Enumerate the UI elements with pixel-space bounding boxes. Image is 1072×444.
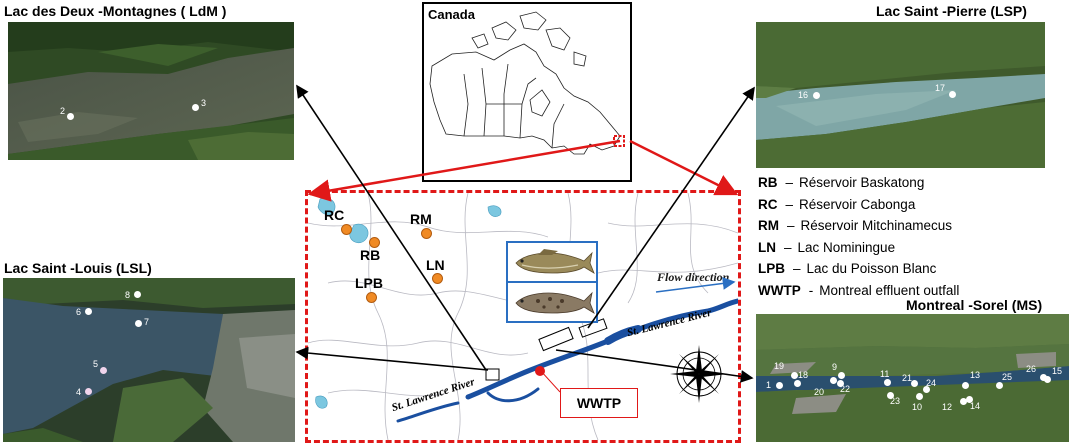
lake-legend: RB–Réservoir Baskatong RC–Réservoir Cabo… — [758, 172, 1068, 301]
ldm-satellite-image[interactable]: 2 3 — [8, 22, 294, 160]
site-marker[interactable] — [813, 92, 820, 99]
site-marker[interactable] — [85, 308, 92, 315]
legend-code: LPB — [758, 261, 785, 276]
lake-code-rc: RC — [324, 207, 345, 223]
flow-direction-label: Flow direction — [657, 270, 730, 284]
site-marker[interactable] — [884, 379, 891, 386]
canada-inset-map[interactable]: Canada — [422, 2, 632, 182]
lake-marker-lpb[interactable] — [366, 292, 377, 303]
site-label: 1 — [766, 380, 772, 390]
legend-row: WWTP-Montreal effluent outfall — [758, 280, 1068, 302]
site-label: 6 — [76, 307, 82, 317]
site-marker[interactable] — [838, 372, 845, 379]
site-marker[interactable] — [966, 396, 973, 403]
legend-row: LN–Lac Nominingue — [758, 237, 1068, 259]
legend-row: LPB–Lac du Poisson Blanc — [758, 258, 1068, 280]
legend-name: Lac Nominingue — [797, 239, 896, 255]
study-area-map[interactable]: RC RB RM LN LPB Flow direction St. Lawre… — [305, 190, 741, 443]
legend-row: RM–Réservoir Mitchinamecus — [758, 215, 1068, 237]
lsp-satellite-image[interactable]: 16 17 — [756, 22, 1045, 168]
site-label: 14 — [970, 401, 981, 411]
site-marker[interactable] — [100, 367, 107, 374]
site-label: 25 — [1002, 372, 1013, 382]
site-label: 2 — [60, 106, 66, 116]
site-marker[interactable] — [923, 386, 930, 393]
lake-code-lpb: LPB — [355, 275, 383, 291]
site-label: 22 — [840, 384, 851, 394]
site-label: 3 — [201, 98, 207, 108]
legend-code: RM — [758, 218, 779, 233]
site-label: 10 — [912, 402, 923, 412]
site-label: 20 — [814, 387, 825, 397]
site-label: 5 — [93, 359, 99, 369]
lake-code-rb: RB — [360, 247, 381, 263]
legend-code: RB — [758, 175, 778, 190]
site-marker[interactable] — [135, 320, 142, 327]
legend-row: RB–Réservoir Baskatong — [758, 172, 1068, 194]
lake-code-rm: RM — [410, 211, 432, 227]
site-marker[interactable] — [1040, 374, 1047, 381]
ms-satellite-image[interactable]: 19 18 1 20 9 22 11 21 23 24 10 13 12 14 … — [756, 314, 1069, 442]
site-marker[interactable] — [776, 382, 783, 389]
legend-code: LN — [758, 239, 776, 255]
site-marker[interactable] — [887, 392, 894, 399]
site-marker[interactable] — [794, 380, 801, 387]
site-label: 11 — [880, 369, 890, 379]
lake-marker-ln[interactable] — [432, 273, 443, 284]
site-marker[interactable] — [830, 377, 837, 384]
site-marker[interactable] — [85, 388, 92, 395]
legend-name: Réservoir Baskatong — [799, 175, 925, 190]
site-label: 13 — [970, 370, 981, 380]
lake-marker-rc[interactable] — [341, 224, 352, 235]
site-marker[interactable] — [837, 380, 844, 387]
site-marker[interactable] — [791, 372, 798, 379]
lsp-title: Lac Saint -Pierre (LSP) — [876, 3, 1027, 19]
site-label: 16 — [798, 90, 809, 100]
site-label: 15 — [1052, 366, 1063, 376]
ldm-title: Lac des Deux -Montagnes ( LdM ) — [4, 3, 227, 19]
canada-label: Canada — [428, 7, 475, 22]
site-label: 8 — [125, 290, 131, 300]
ms-title: Montreal -Sorel (MS) — [906, 297, 1043, 313]
fish-box-top — [506, 241, 598, 283]
site-marker[interactable] — [949, 91, 956, 98]
canada-outline-icon — [429, 11, 625, 155]
site-marker[interactable] — [960, 398, 967, 405]
compass-rose-icon — [670, 345, 728, 403]
wwtp-label-box: WWTP — [560, 388, 638, 418]
legend-code: RC — [758, 196, 778, 212]
site-label: 17 — [935, 83, 946, 93]
site-label: 23 — [890, 396, 901, 406]
sauger-fish-icon — [515, 291, 595, 314]
site-label: 24 — [926, 378, 937, 388]
legend-code: WWTP — [758, 282, 801, 298]
site-label: 12 — [942, 402, 953, 412]
site-label: 7 — [144, 317, 150, 327]
legend-name: Réservoir Cabonga — [799, 196, 916, 212]
site-label: 26 — [1026, 364, 1037, 374]
site-label: 4 — [76, 387, 82, 397]
site-label: 21 — [902, 373, 913, 383]
site-label: 19 — [774, 361, 785, 371]
lake-marker-rm[interactable] — [421, 228, 432, 239]
legend-name: Montreal effluent outfall — [819, 282, 960, 298]
site-marker[interactable] — [192, 104, 199, 111]
legend-name: Réservoir Mitchinamecus — [800, 218, 953, 233]
site-marker[interactable] — [67, 113, 74, 120]
site-label: 18 — [798, 370, 809, 380]
legend-name: Lac du Poisson Blanc — [806, 261, 937, 276]
site-marker[interactable] — [1044, 376, 1051, 383]
site-label: 9 — [832, 362, 838, 372]
site-marker[interactable] — [911, 380, 918, 387]
site-marker[interactable] — [996, 382, 1003, 389]
site-marker[interactable] — [916, 393, 923, 400]
fish-box-bottom — [506, 281, 598, 323]
lsl-title: Lac Saint -Louis (LSL) — [4, 260, 152, 276]
legend-row: RC–Réservoir Cabonga — [758, 194, 1068, 216]
lake-code-ln: LN — [426, 257, 445, 273]
walleye-fish-icon — [515, 249, 595, 274]
lsl-satellite-image[interactable]: 8 6 7 5 4 — [3, 278, 295, 442]
site-marker[interactable] — [134, 291, 141, 298]
site-marker[interactable] — [962, 382, 969, 389]
